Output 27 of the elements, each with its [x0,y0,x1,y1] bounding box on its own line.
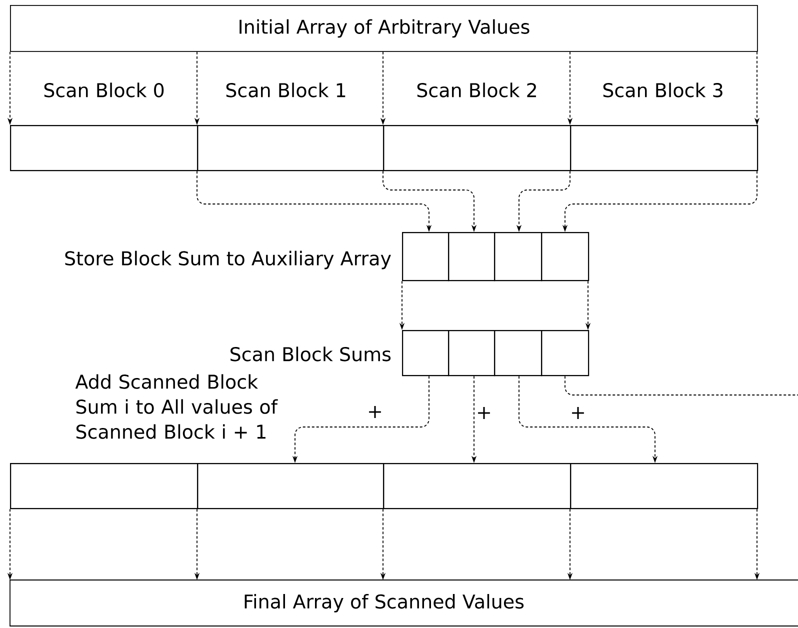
step-label: Add Scanned Block Sum i to All values of Scanned Block i + 1 [75,374,278,439]
array-cell [10,463,198,510]
block-label: Scan Block 1 [226,82,346,98]
array-cell [448,330,496,376]
array-cell [494,232,542,282]
block-label: Scan Block 2 [417,82,536,98]
array-cell [197,125,384,172]
array-cell [383,463,572,510]
block-label: Scan Block 0 [44,82,164,98]
array-cell [570,463,758,510]
array-cell [494,330,542,376]
array-cell [402,330,450,376]
edge-label: + [569,406,587,420]
array-box: Initial Array of Arbitrary Values [10,5,758,52]
edge-label: + [366,405,384,419]
array-box: Final Array of Scanned Values [10,580,798,626]
array-cell [402,232,450,282]
array-cell [541,330,590,376]
edge-label: + [475,406,493,420]
array-cell [448,232,496,282]
block-label: Scan Block 3 [603,82,722,98]
array-cell [570,125,758,172]
array-cell [383,125,572,172]
array-cell [197,463,384,510]
array-cell [10,125,198,172]
array-cell [541,232,590,282]
step-label: Store Block Sum to Auxiliary Array [65,250,391,270]
